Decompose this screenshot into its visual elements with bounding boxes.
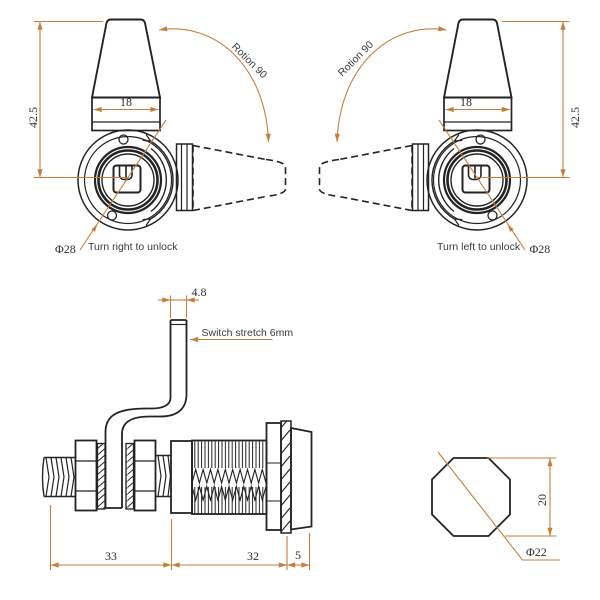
- dim-tip-width-label: 4.8: [192, 285, 207, 299]
- rotation-label: Rotion 90: [229, 41, 269, 81]
- serrated-washer-right: [125, 442, 135, 510]
- rotate-cw-arrow-inner: [150, 147, 168, 213]
- dim-width-label: 18: [120, 95, 132, 109]
- key-slot: [112, 164, 142, 194]
- screw-hole-top: [118, 134, 129, 145]
- body-thread-upper: [192, 441, 266, 468]
- hex-nut-right: [133, 439, 157, 512]
- rotate-ccw-arrow: [431, 134, 463, 226]
- head-flange: [265, 422, 282, 531]
- threaded-stud: [41, 456, 76, 498]
- lock-face: [426, 129, 528, 231]
- knurled-ring: [280, 420, 292, 534]
- key-slot-notch: [118, 166, 133, 181]
- thread-segment: [156, 454, 172, 498]
- key-slot-notch: [467, 166, 482, 181]
- leader-arrowhead: [507, 224, 514, 232]
- screw-hole-top: [475, 134, 486, 145]
- front-view-turn-left: 42.5 18 Φ28 Turn left to unlock Rotion 9…: [318, 18, 582, 256]
- front-view-turn-right: 42.5 18 Φ28 Turn right to unlock Rotion …: [26, 18, 287, 256]
- dim-height-label: 42.5: [568, 107, 582, 128]
- switch-note: Switch stretch 6mm: [202, 327, 294, 339]
- body-collar: [170, 440, 193, 514]
- cam-section-view: Φ22 20: [431, 451, 560, 561]
- rotation-arc: [334, 26, 447, 143]
- knob-handle-outline: [90, 18, 162, 99]
- diameter-leader: [437, 451, 560, 561]
- side-assembly-view: 4.8 Switch stretch 6mm 33 32 5: [41, 285, 313, 570]
- octagon-outline: [431, 457, 511, 537]
- knob-handle-outline: [442, 18, 513, 99]
- diameter-label: Φ28: [55, 242, 76, 256]
- screw-hole-bottom: [487, 210, 498, 221]
- screw-hole-bottom: [106, 210, 118, 221]
- rotated-handle-ghost: [175, 143, 287, 212]
- key-slot: [461, 164, 491, 194]
- dim-32-label: 32: [247, 549, 259, 563]
- rotate-cw-arrow: [142, 134, 174, 226]
- knob-neck: [443, 96, 513, 132]
- rotated-handle-ghost: [318, 143, 430, 212]
- unlock-instruction: Turn right to unlock: [88, 241, 178, 253]
- dim-width-label: 18: [460, 95, 472, 109]
- lock-body: [170, 420, 313, 534]
- head-cap: [290, 426, 313, 531]
- rotation-arc: [158, 26, 271, 143]
- lock-face: [77, 129, 179, 231]
- dim-height-label: 42.5: [26, 107, 40, 128]
- thread-profile-2: [191, 484, 267, 503]
- cam-lever: [104, 319, 188, 509]
- serrated-washer-left: [96, 442, 106, 510]
- body-thread-lower: [192, 487, 266, 514]
- dim-height-label: 20: [535, 494, 549, 506]
- rotate-ccw-arrow-inner: [437, 147, 455, 213]
- thread-profile: [191, 467, 267, 486]
- hex-nut-left: [74, 439, 98, 512]
- dim-33-label: 33: [105, 549, 117, 563]
- dim-5-label: 5: [295, 548, 301, 562]
- diameter-label: Φ22: [526, 545, 547, 559]
- leader-arrowhead: [91, 224, 98, 232]
- diameter-label: Φ28: [530, 242, 551, 256]
- unlock-instruction: Turn left to unlock: [437, 241, 521, 253]
